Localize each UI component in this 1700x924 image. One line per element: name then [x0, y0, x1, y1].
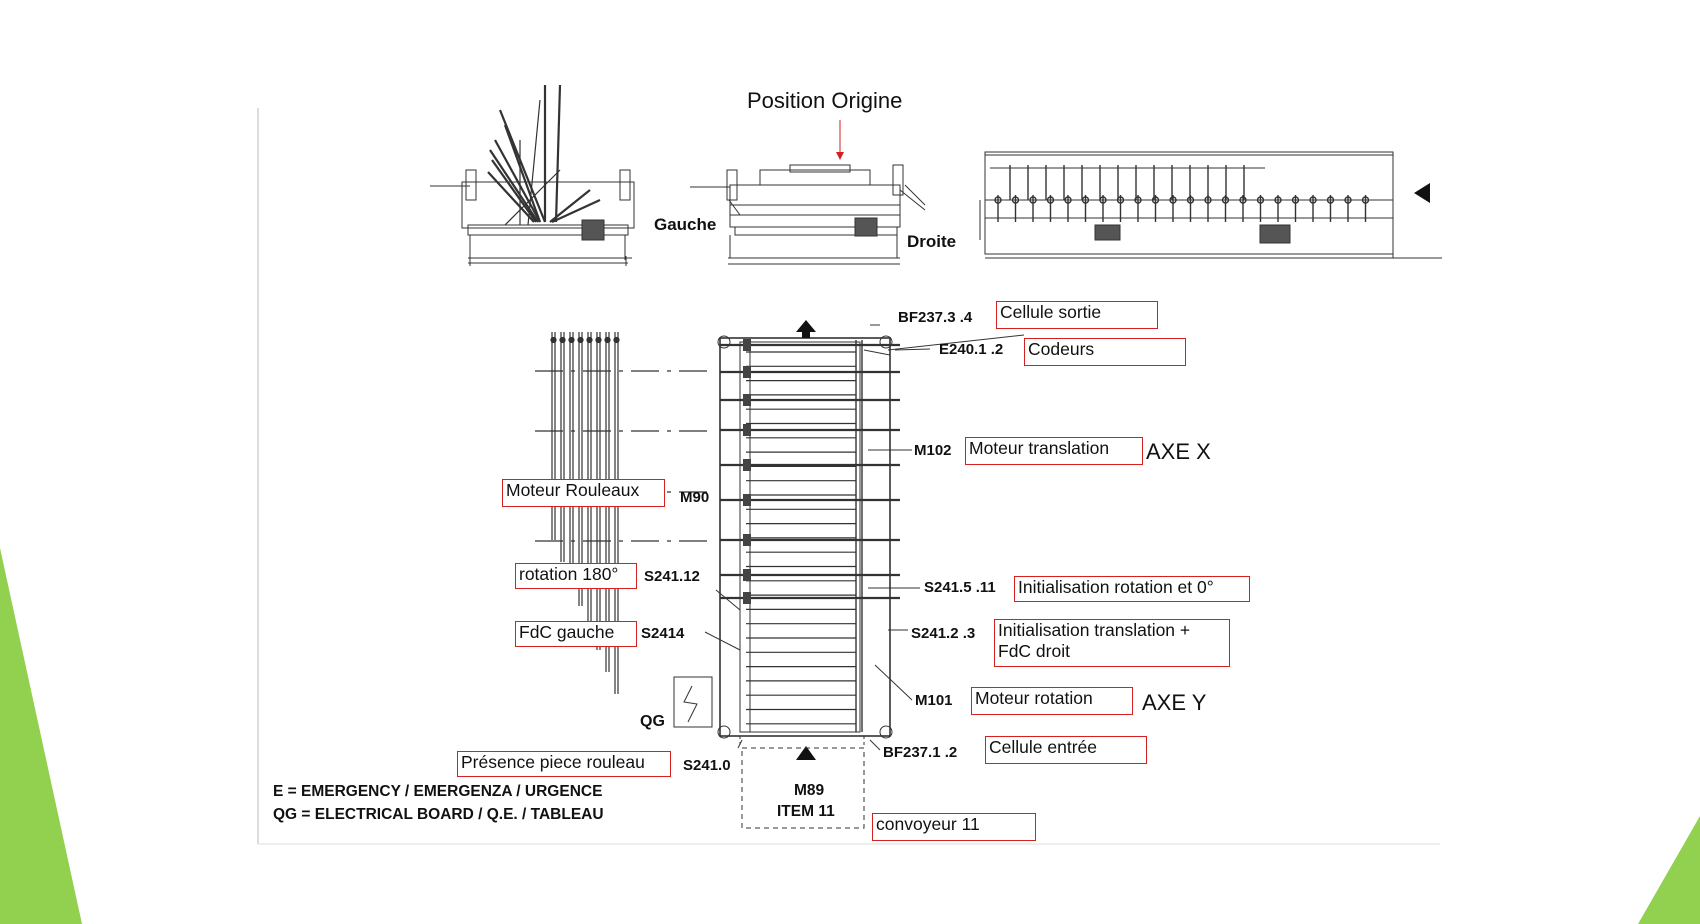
annotation-convoyeur: convoyeur 11 — [872, 813, 1036, 841]
annotation-init-rotation: Initialisation rotation et 0° — [1014, 576, 1250, 602]
leader-lines — [704, 324, 1025, 751]
annotation-cellule-sortie: Cellule sortie — [996, 301, 1158, 329]
axis-x-label: AXE X — [1146, 439, 1211, 464]
plan-rollers — [720, 339, 900, 725]
code-qg: QG — [640, 713, 665, 730]
green-triangle-left — [0, 548, 82, 924]
side-view — [979, 151, 1442, 259]
annotation-moteur-translation: Moteur translation — [965, 437, 1143, 465]
right-side-label: Droite — [907, 232, 957, 251]
left-side-label: Gauche — [654, 215, 717, 234]
annotation-init-translation-line2: FdC droit — [998, 641, 1070, 661]
code-m89: M89 — [794, 782, 825, 799]
legend-emergency: E = EMERGENCY / EMERGENZA / URGENCE — [273, 783, 603, 800]
code-item11: ITEM 11 — [777, 803, 835, 820]
code-s241-2: S241.2 .3 — [911, 625, 976, 642]
code-e240: E240.1 .2 — [939, 341, 1004, 358]
annotation-init-translation: Initialisation translation + FdC droit — [994, 619, 1230, 667]
electrical-board-symbol — [673, 676, 713, 728]
code-bf237-3: BF237.3 .4 — [898, 309, 973, 326]
green-triangle-right — [1638, 816, 1700, 924]
code-s2414: S2414 — [641, 625, 685, 642]
annotation-rotation-180: rotation 180° — [515, 563, 637, 589]
annotation-cellule-entree: Cellule entrée — [985, 736, 1147, 764]
top-view-rotated — [430, 84, 635, 266]
top-view-origin — [690, 120, 926, 265]
annotation-fdc-gauche: FdC gauche — [515, 621, 637, 647]
code-s241-12: S241.12 — [644, 568, 700, 585]
code-m102: M102 — [914, 442, 952, 459]
annotation-moteur-rotation: Moteur rotation — [971, 687, 1133, 715]
legend-electrical-board: QG = ELECTRICAL BOARD / Q.E. / TABLEAU — [273, 806, 604, 823]
code-m90: M90 — [680, 489, 710, 506]
code-s241-0: S241.0 — [683, 757, 731, 774]
annotation-codeurs: Codeurs — [1024, 338, 1186, 366]
annotation-init-translation-line1: Initialisation translation + — [998, 620, 1191, 640]
code-m101: M101 — [915, 692, 953, 709]
axis-y-label: AXE Y — [1142, 690, 1207, 715]
side-view-rollers — [994, 165, 1370, 222]
origin-position-title: Position Origine — [747, 88, 903, 113]
code-bf237-1: BF237.1 .2 — [883, 744, 958, 761]
annotation-moteur-rouleaux: Moteur Rouleaux — [502, 479, 665, 507]
annotation-presence-piece: Présence piece rouleau — [457, 751, 671, 777]
code-s241-5: S241.5 .11 — [924, 579, 996, 596]
